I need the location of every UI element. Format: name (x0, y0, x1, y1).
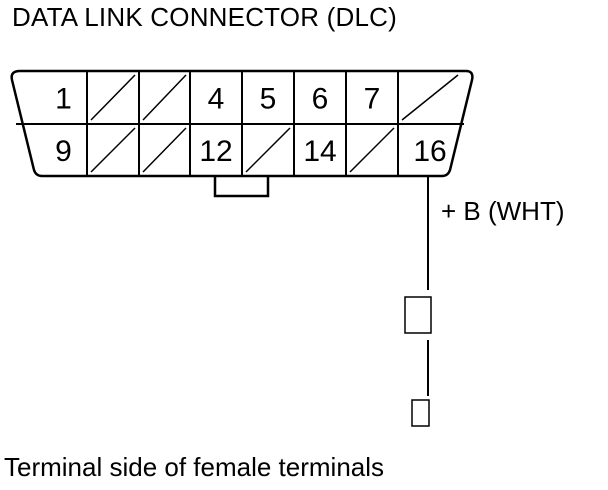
empty-terminal-slash (349, 127, 395, 173)
terminal-1-label: 1 (55, 83, 72, 116)
terminal-4-label: 4 (208, 83, 225, 116)
terminal-16-label: 16 (413, 135, 446, 168)
keying-tab (213, 176, 270, 198)
empty-terminal-slash (142, 127, 187, 173)
fuse-connector-body (404, 296, 432, 334)
diagram-caption: Terminal side of female terminals (4, 452, 385, 482)
wire-label: + B (WHT) (441, 196, 565, 226)
empty-terminal-slash (142, 74, 187, 121)
terminal-7-label: 7 (364, 83, 381, 116)
terminal-9-label: 9 (55, 135, 72, 168)
empty-terminal-slash (401, 74, 459, 121)
terminal-14-label: 14 (303, 135, 336, 168)
empty-terminal-slash (245, 127, 291, 173)
connector-shell (10, 69, 474, 178)
terminal-12-label: 12 (199, 135, 232, 168)
terminal-pin (411, 399, 430, 427)
terminal-5-label: 5 (260, 83, 277, 116)
empty-terminal-slash (90, 127, 136, 173)
empty-terminal-slash (90, 74, 136, 121)
terminal-6-label: 6 (312, 83, 329, 116)
diagram-title: DATA LINK CONNECTOR (DLC) (12, 2, 397, 32)
